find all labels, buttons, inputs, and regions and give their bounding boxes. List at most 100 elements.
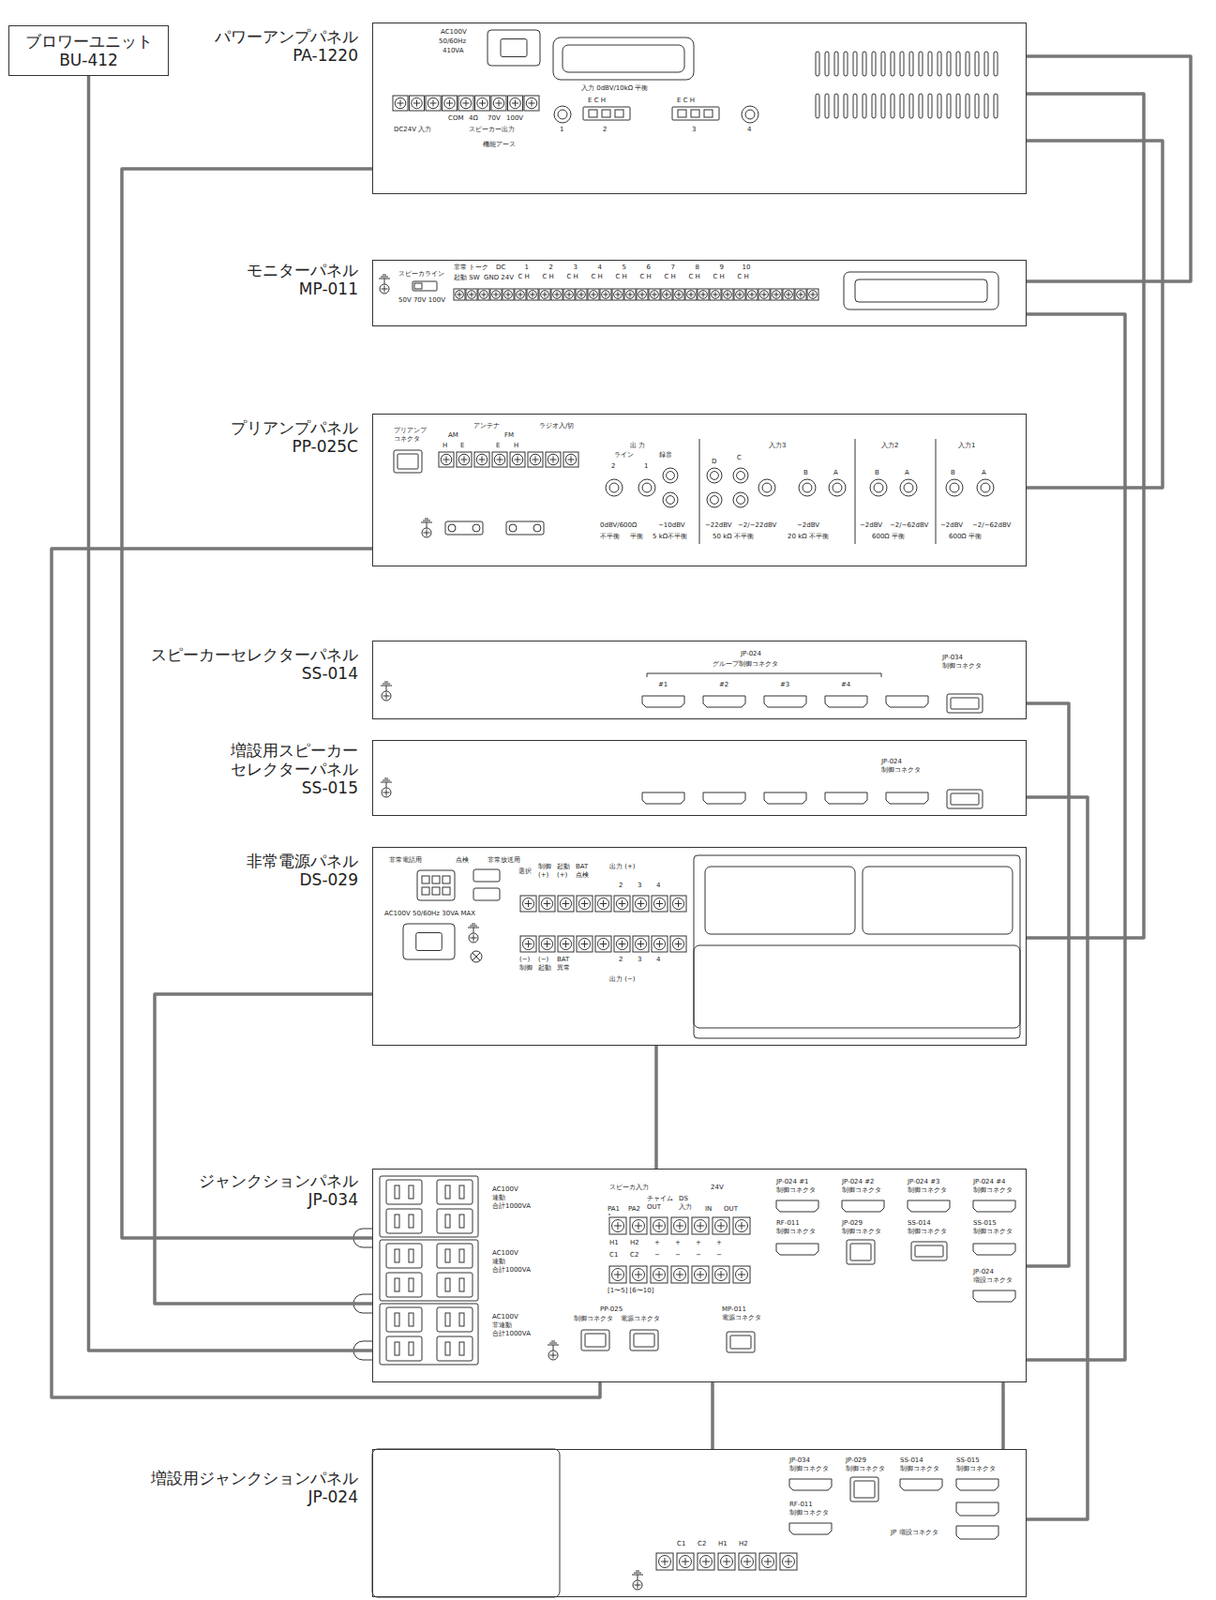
terminal-screw xyxy=(679,1221,681,1230)
terminal-screw xyxy=(597,937,609,949)
ground-symbol xyxy=(553,1351,555,1359)
vent-slot xyxy=(834,51,839,76)
terminal-screw xyxy=(551,288,563,301)
terminal-screw xyxy=(671,1265,689,1283)
panel-marking: (−) 起動 xyxy=(538,955,552,973)
panel-marking: RF-011 制御コネクタ xyxy=(789,1500,829,1517)
vent-slot xyxy=(871,93,876,119)
terminal-screw xyxy=(715,1219,728,1232)
terminal-screw xyxy=(467,290,477,300)
panel-marking: チャイム OUT xyxy=(646,1194,674,1212)
terminal-screw xyxy=(741,1221,743,1230)
terminal-screw xyxy=(511,453,524,466)
terminal-screw xyxy=(634,897,646,909)
connector-symbol xyxy=(726,1331,755,1352)
terminal-screw xyxy=(565,290,574,300)
panel-marking: C H xyxy=(567,272,579,282)
ac-outlet xyxy=(445,1341,451,1355)
wire xyxy=(1026,56,1191,282)
terminal-screw xyxy=(575,288,587,301)
terminal-screw xyxy=(539,895,556,912)
terminal-screw xyxy=(471,291,473,297)
terminal-screw xyxy=(659,940,661,947)
vent-slot xyxy=(993,51,998,76)
terminal-screw xyxy=(770,288,782,301)
vent-slot xyxy=(890,51,895,76)
panel-marking: AM xyxy=(448,431,459,440)
terminal-screw xyxy=(532,291,534,297)
jack-symbol xyxy=(832,482,842,493)
panel-marking: JP-024 #4 制御コネクタ xyxy=(973,1177,1021,1195)
terminal-screw xyxy=(721,288,734,301)
connector-symbol xyxy=(956,1525,999,1539)
connector-symbol xyxy=(885,695,929,707)
jack-symbol xyxy=(557,109,568,120)
panel-marking: JP-024 #2 制御コネクタ xyxy=(841,1177,889,1195)
connector-symbol xyxy=(911,1241,947,1261)
terminal-screw xyxy=(691,1265,709,1283)
panel-marking: E xyxy=(495,441,500,451)
terminal-screw xyxy=(666,291,668,297)
panel-label: モニターパネル MP-011 xyxy=(246,260,359,299)
ac-outlet xyxy=(386,1306,422,1332)
panel-marking: BAT 異常 xyxy=(556,955,571,973)
terminal-screw xyxy=(715,1268,728,1281)
terminal-screw xyxy=(502,288,514,301)
terminal-screw xyxy=(653,1219,666,1232)
terminal-screw xyxy=(758,288,770,301)
terminal-screw xyxy=(746,288,758,301)
terminal-screw xyxy=(712,1216,730,1234)
connector-symbol xyxy=(900,1478,943,1490)
panel-box: ジャンクションパネル JP-034 xyxy=(372,1168,1027,1382)
connector-symbol xyxy=(885,792,929,804)
terminal-screw xyxy=(697,1552,715,1570)
ac-outlet xyxy=(459,1185,465,1199)
ac-inlet xyxy=(487,30,541,66)
panel-marking: D xyxy=(711,457,717,466)
panel-label: 非常電源パネル DS-029 xyxy=(246,851,359,889)
terminal-screw xyxy=(690,291,692,297)
panel-box: 非常電源パネル DS-029 xyxy=(372,846,1027,1046)
connector-symbol xyxy=(973,1200,1016,1212)
panel-marking: DC xyxy=(495,263,506,272)
terminal-screw xyxy=(735,1268,749,1281)
ac-outlet xyxy=(445,1248,451,1262)
ground-symbol xyxy=(420,522,433,524)
vent-slot xyxy=(881,93,886,119)
ground-symbol xyxy=(426,522,428,528)
terminal-screw xyxy=(563,288,575,301)
jack-symbol xyxy=(976,479,994,496)
wire xyxy=(710,1381,715,1449)
vent-slot xyxy=(946,51,951,76)
battery-compartment xyxy=(862,866,1013,934)
panel-box: プリアンプパネル PP-025C xyxy=(372,413,1027,567)
terminal-screw xyxy=(650,1216,668,1234)
terminal-screw xyxy=(676,1552,694,1570)
terminal-screw xyxy=(602,940,604,947)
ground-symbol xyxy=(384,778,389,780)
jack-symbol xyxy=(802,482,812,493)
panel-marking: H2 xyxy=(738,1539,749,1548)
terminal-screw xyxy=(677,900,679,907)
terminal-screw xyxy=(522,937,534,949)
vent-slot xyxy=(918,51,923,76)
connector-symbol xyxy=(630,1329,659,1351)
connector-symbol xyxy=(843,271,999,310)
terminal-screw xyxy=(576,935,593,952)
panel-marking: 0dBV/600Ω xyxy=(600,521,637,530)
terminal-screw xyxy=(795,288,807,301)
panel-marking: プリアンプ コネクタ xyxy=(393,426,427,444)
terminal-screw xyxy=(601,290,611,300)
terminal-screw xyxy=(416,99,418,106)
connector-symbol xyxy=(703,695,746,707)
terminal-block xyxy=(690,109,700,118)
terminal-screw xyxy=(634,937,646,949)
ac-outlet xyxy=(386,1272,422,1297)
jack-symbol xyxy=(638,479,656,496)
terminal-screw xyxy=(495,291,497,297)
terminal-screw xyxy=(480,290,489,300)
panel-marking: 410VA xyxy=(442,46,465,56)
terminal-screw xyxy=(528,290,538,300)
panel-marking: JP-029 制御コネクタ xyxy=(845,1456,886,1473)
ac-outlet xyxy=(445,1214,451,1228)
